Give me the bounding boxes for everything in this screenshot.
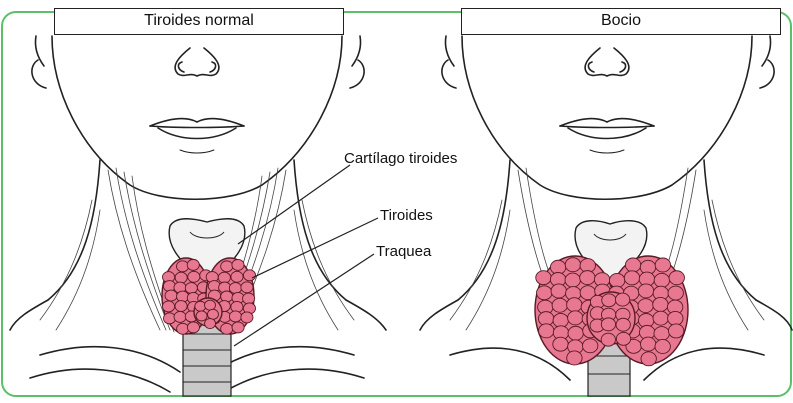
thyroid-follicle	[162, 301, 174, 312]
thyroid-follicle	[568, 326, 583, 340]
thyroid-follicle	[668, 311, 683, 325]
thyroid-follicle	[624, 271, 639, 285]
thyroid-follicle	[655, 258, 670, 272]
thyroid-follicle	[221, 323, 233, 334]
face-outline	[52, 36, 342, 199]
face-outline	[462, 36, 752, 199]
thyroid-follicle	[552, 298, 567, 312]
thyroid-follicle	[229, 311, 241, 322]
thyroid-follicle	[582, 339, 597, 353]
thyroid-follicle	[638, 284, 653, 298]
thyroid-follicle	[537, 286, 552, 300]
label-trachea: Traquea	[376, 243, 431, 260]
thyroid-follicle	[653, 311, 668, 325]
thyroid-follicle	[551, 284, 566, 298]
thyroid-follicle	[218, 272, 230, 283]
thyroid-follicle	[243, 270, 255, 281]
thyroid-follicle	[567, 298, 582, 312]
thyroid-follicle	[568, 311, 583, 325]
thyroid-follicle	[241, 312, 253, 323]
thyroid-follicle	[668, 324, 683, 338]
thyroid-follicle	[175, 301, 187, 312]
thyroid-follicle	[539, 324, 554, 338]
thyroid-follicle	[565, 258, 580, 272]
thyroid-follicle	[669, 271, 684, 285]
leader-line-trachea	[234, 254, 374, 346]
thyroid-follicle	[668, 286, 683, 300]
thyroid-follicle	[616, 332, 630, 345]
thyroid-follicle	[177, 323, 189, 334]
thyroid-follicle	[187, 259, 199, 270]
thyroid-follicle	[609, 273, 624, 287]
leader-line-cartilage	[238, 165, 350, 244]
panel-title-goiter: Bocio	[461, 8, 781, 35]
thyroid-follicle	[174, 311, 186, 322]
thyroid-follicle	[601, 318, 615, 331]
panel-title-normal: Tiroides normal	[54, 8, 344, 35]
thyroid-follicle	[536, 271, 551, 285]
thyroid-follicle	[601, 333, 615, 346]
thyroid-follicle	[653, 297, 668, 311]
thyroid-follicle	[615, 293, 629, 306]
thyroid-follicle	[616, 318, 630, 331]
thyroid-follicle	[567, 351, 582, 365]
thyroid-follicle	[241, 282, 253, 293]
thyroid-follicle	[229, 283, 241, 294]
thyroid-follicle	[232, 259, 244, 270]
thyroid-follicle	[187, 322, 199, 333]
label-thyroid: Tiroides	[380, 207, 433, 224]
thyroid-follicle	[177, 261, 189, 272]
thyroid-follicle	[205, 300, 216, 310]
thyroid-follicle	[175, 272, 187, 283]
thyroid-follicle	[565, 273, 580, 287]
thyroid-follicle	[243, 293, 255, 304]
thyroid-follicle	[640, 337, 655, 351]
thyroid-follicle	[641, 352, 656, 366]
thyroid-follicle	[185, 283, 197, 294]
leader-lines	[234, 165, 378, 346]
thyroid-follicle	[625, 258, 640, 272]
thyroid-follicle	[231, 271, 243, 282]
thyroid-follicle	[188, 271, 200, 282]
thyroid-follicle	[655, 339, 670, 353]
thyroid-follicle	[165, 290, 177, 301]
thyroid-follicle	[638, 299, 653, 313]
leader-line-thyroid	[252, 218, 378, 278]
thyroid-follicle	[580, 271, 595, 285]
thyroid-follicle	[205, 319, 216, 329]
thyroid-follicle	[553, 337, 568, 351]
thyroid-follicle	[221, 261, 233, 272]
thyroid-follicle	[207, 309, 218, 319]
thyroid-follicle	[196, 311, 207, 321]
label-thyroid-cartilage: Cartílago tiroides	[344, 150, 457, 167]
thyroid-follicle	[654, 273, 669, 287]
thyroid-follicle	[602, 294, 616, 307]
thyroid-follicle	[232, 322, 244, 333]
thyroid-follicle	[654, 327, 669, 341]
